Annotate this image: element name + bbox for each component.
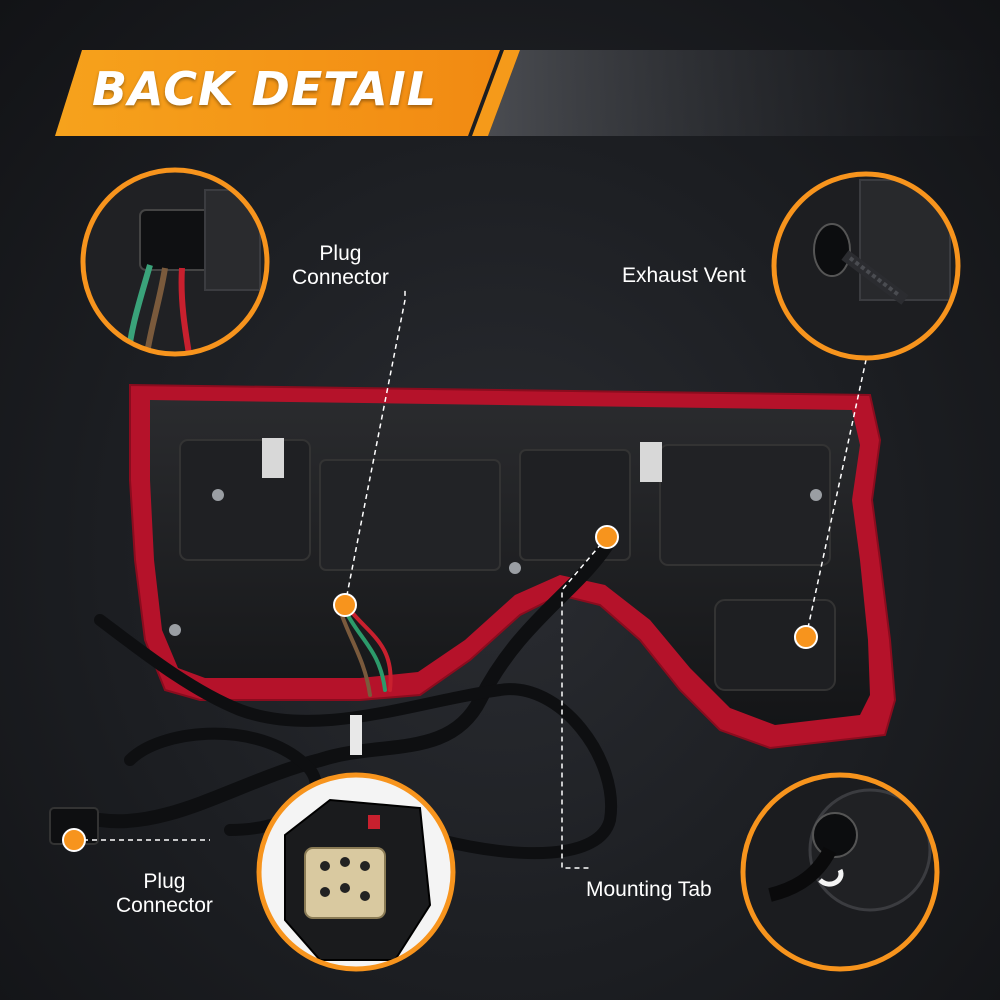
label-plug-connector-bottom: Plug Connector <box>116 870 213 918</box>
label-exhaust-vent-text: Exhaust Vent <box>622 264 746 287</box>
label-plug-connector-top-line2: Connector <box>292 266 389 289</box>
banner-orange-bar <box>55 50 500 136</box>
label-plug-connector-bottom-line1: Plug <box>143 870 186 893</box>
callout-markers <box>62 525 818 852</box>
inset-mounting-tab <box>740 772 940 972</box>
label-plug-connector-top: Plug Connector <box>292 242 389 290</box>
label-plug-connector-bottom-line2: Connector <box>116 894 213 917</box>
label-mounting-tab-text: Mounting Tab <box>586 878 712 901</box>
banner-grey-stripe <box>488 50 1000 136</box>
marker-plug-bottom <box>62 828 86 852</box>
label-plug-connector-top-line1: Plug <box>319 242 362 265</box>
marker-plug-top <box>333 593 357 617</box>
banner <box>55 50 1000 136</box>
marker-mounting-tab <box>595 525 619 549</box>
tail-light-housing <box>129 383 897 750</box>
callout-lines <box>74 290 867 869</box>
banner-orange-slash <box>472 50 520 136</box>
label-exhaust-vent: Exhaust Vent <box>622 264 746 288</box>
inset-plug-connector-bottom <box>256 772 456 972</box>
label-mounting-tab: Mounting Tab <box>586 878 712 902</box>
marker-exhaust-vent <box>794 625 818 649</box>
wiring-harness <box>49 533 618 860</box>
inset-plug-connector-top <box>80 167 270 357</box>
banner-title: BACK DETAIL <box>92 62 438 116</box>
inset-exhaust-vent <box>771 171 961 361</box>
